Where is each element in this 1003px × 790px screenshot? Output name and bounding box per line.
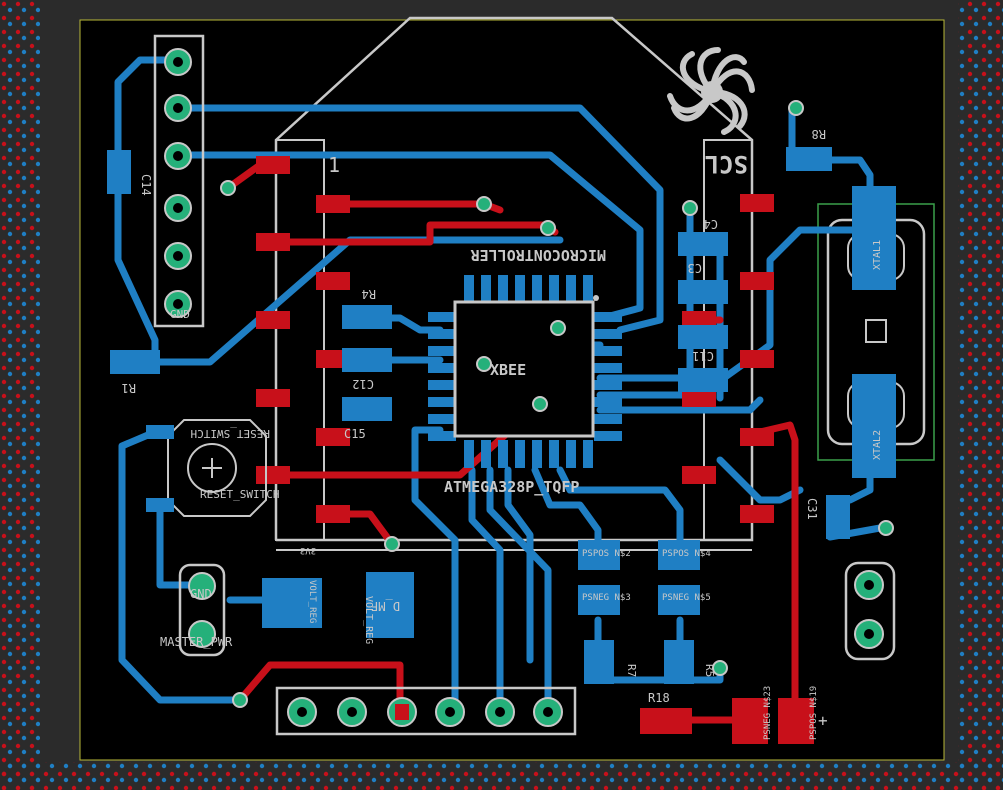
right-header[interactable] bbox=[844, 561, 896, 661]
psneg-n23-label: PSNEG N$23 bbox=[763, 686, 773, 740]
r4-label: R4 bbox=[362, 287, 376, 301]
bottom-header[interactable] bbox=[275, 686, 577, 736]
pspos-n19-label: PSPOS N$19 bbox=[809, 686, 819, 740]
left-header[interactable] bbox=[153, 34, 205, 328]
r5-label: R5 bbox=[703, 664, 716, 677]
psneg-n3-label: PSNEG N$3 bbox=[582, 593, 631, 603]
r7-label: R7 bbox=[625, 664, 638, 677]
xbee-label: XBEE bbox=[490, 361, 526, 379]
c11-label: C11 bbox=[692, 349, 714, 363]
pspos-n2-label: PSPOS N$2 bbox=[582, 549, 631, 559]
xbee-pads bbox=[256, 156, 774, 523]
pin-gnd-label: GND bbox=[170, 308, 190, 321]
gnd-label: GND bbox=[190, 587, 212, 601]
scl-label: SCL bbox=[705, 150, 748, 178]
microcontroller-label: MICROCONTROLLER bbox=[470, 246, 606, 264]
r18-label: R18 bbox=[648, 691, 670, 705]
plus-label: + bbox=[818, 711, 828, 730]
c4-label: C4 bbox=[704, 217, 718, 231]
c31-label: C31 bbox=[805, 498, 819, 520]
pin-one-label: 1 bbox=[328, 153, 340, 177]
c15-label: C15 bbox=[344, 427, 366, 441]
vias bbox=[220, 100, 894, 708]
reset-switch[interactable] bbox=[146, 419, 267, 517]
c14-label: C14 bbox=[139, 174, 153, 196]
via-fence-bottom-blue bbox=[0, 762, 1003, 790]
xtal1-label: XTAL1 bbox=[872, 240, 883, 270]
volt-reg-label: VOLT_REG bbox=[363, 596, 374, 644]
red-smd-components[interactable] bbox=[640, 698, 814, 744]
d-mf-label: D_MF bbox=[371, 599, 400, 613]
pspos-n4-label: PSPOS N$4 bbox=[662, 549, 711, 559]
board-outline bbox=[79, 19, 945, 761]
via-fence-left-blue bbox=[0, 0, 40, 790]
pin-3v3-label: 3V3 bbox=[300, 545, 316, 555]
reset-switch-bottom-label: RESET_SWITCH bbox=[200, 488, 279, 501]
smd-components[interactable] bbox=[107, 147, 896, 684]
xtal2-label: XTAL2 bbox=[872, 430, 883, 460]
via-fence-right-blue bbox=[958, 0, 1003, 790]
psneg-n5-label: PSNEG N$5 bbox=[662, 593, 711, 603]
master-pwr-label: MASTER_PWR bbox=[160, 635, 233, 649]
volt-reg2-label: VOLT_REG bbox=[307, 580, 317, 623]
c3-label: C3 bbox=[688, 261, 702, 275]
reset-switch-top-label: RESET_SWITCH bbox=[191, 427, 270, 440]
fan-logo-icon bbox=[667, 47, 755, 135]
c12-label: C12 bbox=[352, 377, 374, 391]
r8-label: R8 bbox=[812, 127, 826, 141]
power-header[interactable] bbox=[178, 563, 226, 657]
atmega-label: ATMEGA328P_TQFP bbox=[444, 478, 579, 496]
r1-label: R1 bbox=[122, 381, 136, 395]
